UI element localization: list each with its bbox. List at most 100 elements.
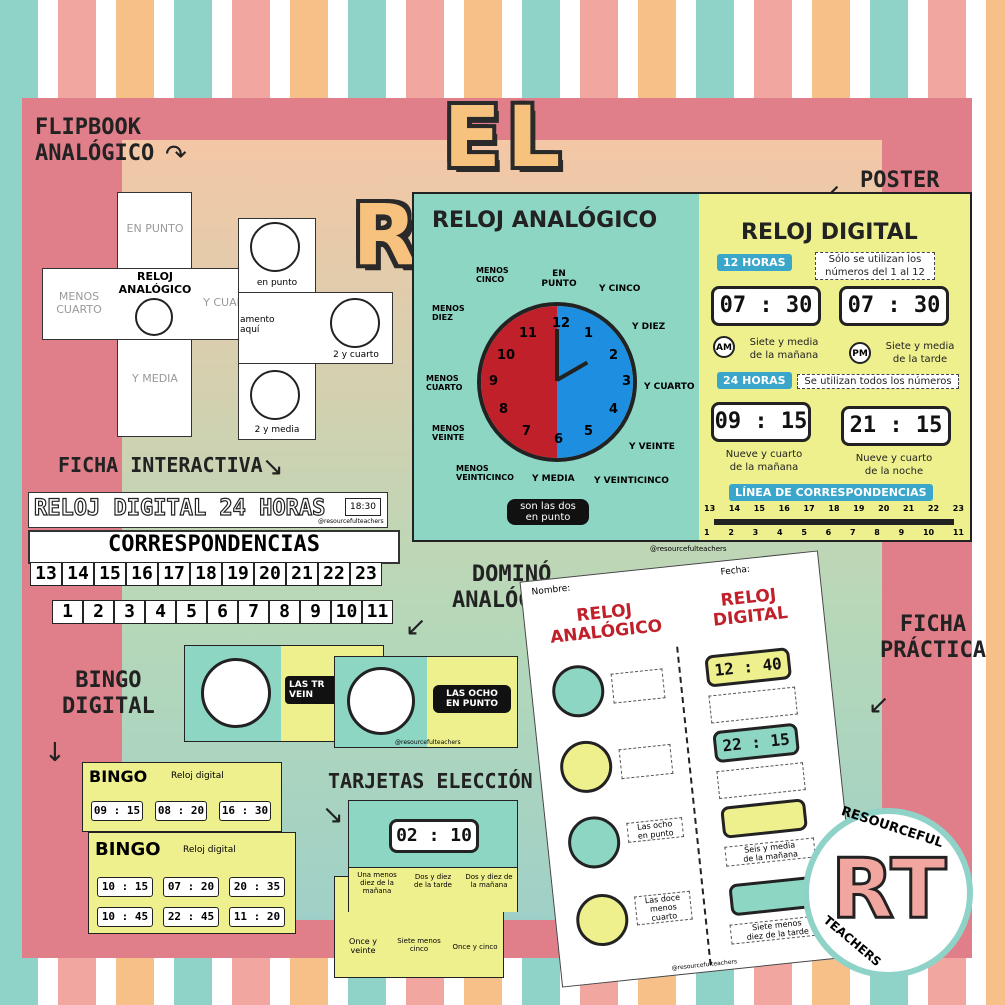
am-text: Siete y media de la mañana xyxy=(749,337,819,361)
line-number-top: 23 xyxy=(952,504,964,513)
line-number-top: 15 xyxy=(753,504,765,513)
bingo-cell: 08 : 20 xyxy=(155,801,207,821)
tarjeta-back-option[interactable]: Siete menos cinco xyxy=(397,937,441,953)
sheet-answer-box[interactable] xyxy=(618,743,674,780)
line-number-bottom: 6 xyxy=(825,528,832,537)
bingo-cell: 10 : 15 xyxy=(97,877,153,897)
arrow-icon: ↷ xyxy=(165,140,187,170)
ficha-number-bottom: 11 xyxy=(362,600,393,624)
poster-bubble: son las dos en punto xyxy=(507,499,589,525)
resourceful-teachers-logo: RT RESOURCEFUL TEACHERS xyxy=(803,804,973,978)
ficha-number-top: 22 xyxy=(318,562,350,586)
clock-number-12: 12 xyxy=(552,316,571,331)
arrow-icon: ↘ xyxy=(322,800,344,830)
bingo-title: BINGO xyxy=(89,767,148,786)
tarjeta-back-option[interactable]: Once y cinco xyxy=(452,943,498,951)
ficha-credit: @resourcefulteachers xyxy=(318,518,384,525)
line-number-top: 14 xyxy=(728,504,741,513)
tarjeta-option[interactable]: Dos y diez de la tarde xyxy=(414,873,452,889)
clock-icon xyxy=(347,667,415,735)
poster-credit: @resourcefulteachers xyxy=(650,545,727,553)
ficha-title-bar xyxy=(28,492,388,528)
around-menos-diez: MENOS DIEZ xyxy=(432,304,465,322)
around-y-cuarto: Y CUARTO xyxy=(644,382,695,392)
around-y-cinco: Y CINCO xyxy=(599,284,641,294)
bingo-cell: 16 : 30 xyxy=(219,801,271,821)
bingo-title: BINGO xyxy=(95,839,161,860)
digital-0730-pm: 07 : 30 xyxy=(839,286,949,326)
bingo-cell: 11 : 20 xyxy=(229,907,285,927)
clock-number-3: 3 xyxy=(622,374,632,389)
clock-icon xyxy=(250,370,300,420)
domino-text-2: LAS OCHO EN PUNTO xyxy=(433,685,511,713)
label-poster: POSTER xyxy=(860,168,940,193)
ficha-number-bottom: 9 xyxy=(300,600,331,624)
clock-number-1: 1 xyxy=(584,326,594,341)
around-y-veinticinco: Y VEINTICINCO xyxy=(594,476,669,486)
sheet-answer-box[interactable] xyxy=(708,686,798,724)
clock-icon xyxy=(565,813,623,871)
sheet-nombre: Nombre: xyxy=(531,583,571,598)
line-number-top: 21 xyxy=(903,504,915,513)
sheet-text: Seis y media de la mañana xyxy=(724,837,816,867)
around-menos-cuarto: MENOS CUARTO xyxy=(426,374,463,392)
note-24-horas: Se utilizan todos los números xyxy=(797,374,959,389)
pm-text: Siete y media de la tarde xyxy=(885,341,955,365)
clock-number-7: 7 xyxy=(522,424,532,439)
sheet-digital-empty[interactable] xyxy=(720,798,809,839)
around-y-media: Y MEDIA xyxy=(532,474,575,484)
sheet-fecha: Fecha: xyxy=(720,564,751,578)
flipbook-bottom-card-label: 2 y media xyxy=(254,425,300,435)
bingo-card-2: BINGO Reloj digital 10 : 15 07 : 20 20 :… xyxy=(88,832,296,934)
line-number-top: 22 xyxy=(927,504,940,513)
ficha-number-bottom: 1 xyxy=(52,600,83,624)
sheet-col2: RELOJ DIGITAL xyxy=(712,585,789,631)
ficha-number-bottom: 5 xyxy=(176,600,207,624)
tarjeta-back-option[interactable]: Once y veinte xyxy=(349,937,377,955)
arrow-icon: ↘ xyxy=(262,452,284,482)
arrow-icon: ↓ xyxy=(44,738,66,768)
ficha-number-bottom: 2 xyxy=(83,600,114,624)
bingo-cell: 09 : 15 xyxy=(91,801,143,821)
flipbook-right-card-top: en punto xyxy=(256,278,298,288)
sheet-credit: @resourcefulteachers xyxy=(671,958,738,972)
line-number-top: 16 xyxy=(778,504,790,513)
tarjeta-option[interactable]: Dos y diez de la mañana xyxy=(465,873,513,889)
flipbook-left: MENOS CUARTO xyxy=(56,290,102,316)
clock-hand-minute xyxy=(555,329,559,381)
line-number-bottom: 9 xyxy=(898,528,905,537)
bingo-cell: 22 : 45 xyxy=(163,907,219,927)
ficha-number-top: 23 xyxy=(350,562,382,586)
around-y-veinte: Y VEINTE xyxy=(629,442,675,452)
ficha-number-top: 17 xyxy=(158,562,190,586)
digital-0915: 09 : 15 xyxy=(711,402,811,442)
sheet-text: Las ocho en punto xyxy=(626,817,685,843)
tag-line-title: LÍNEA DE CORRESPONDENCIAS xyxy=(729,484,933,501)
flipbook-middle-note: amento aquí xyxy=(240,315,275,335)
ficha-number-top: 18 xyxy=(190,562,222,586)
line-number-bottom: 5 xyxy=(801,528,807,537)
clock-number-11: 11 xyxy=(519,326,538,341)
bingo-subtitle: Reloj digital xyxy=(183,845,236,855)
ficha-number-bottom: 4 xyxy=(145,600,176,624)
ficha-title: RELOJ DIGITAL 24 HORAS xyxy=(33,495,326,521)
note-12-horas: Sólo se utilizan los números del 1 al 12 xyxy=(815,252,935,280)
sheet-answer-box[interactable] xyxy=(610,668,666,704)
ficha-number-bottom: 10 xyxy=(331,600,362,624)
clock-icon xyxy=(573,891,631,949)
line-number-bottom: 1 xyxy=(704,528,710,537)
clock-number-6: 6 xyxy=(554,432,564,447)
sheet-answer-box[interactable] xyxy=(716,762,806,800)
ficha-heading: CORRESPONDENCIAS xyxy=(108,532,320,557)
flipbook-center-title: RELOJ ANALÓGICO xyxy=(118,270,192,296)
line-number-bottom: 10 xyxy=(922,528,935,537)
bingo-card-1: BINGO Reloj digital 09 : 15 08 : 20 16 :… xyxy=(82,762,282,832)
clock-number-4: 4 xyxy=(609,402,619,417)
poster-right-title: RELOJ DIGITAL xyxy=(741,220,918,245)
tarjeta-option[interactable]: Una menos diez de la mañana xyxy=(357,871,397,895)
tarjeta-time: 02 : 10 xyxy=(389,819,479,853)
line-number-bottom: 4 xyxy=(776,528,783,537)
ficha-number-top: 14 xyxy=(62,562,94,586)
